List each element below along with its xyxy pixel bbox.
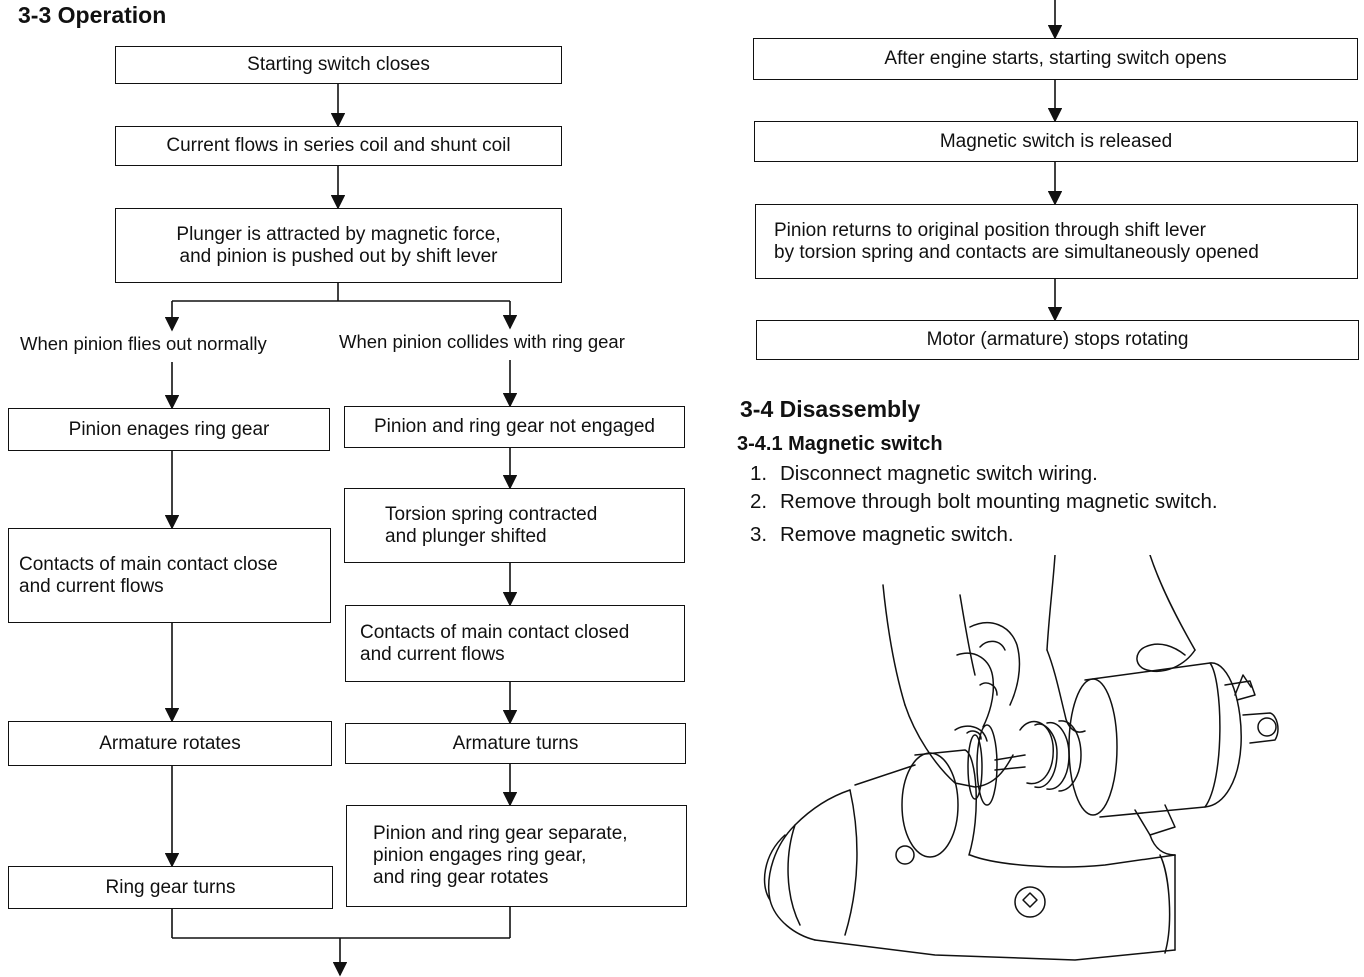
step-number: 2.	[750, 490, 768, 513]
node-text: After engine starts, starting switch ope…	[884, 48, 1227, 69]
node-text-line: Plunger is attracted by magnetic force,	[176, 223, 501, 245]
step-number: 1.	[750, 462, 768, 485]
node-text-line: by torsion spring and contacts are simul…	[774, 241, 1259, 263]
node-text-line: Pinion and ring gear separate,	[373, 823, 628, 844]
node-text-line: Contacts of main contact close	[19, 553, 278, 575]
node-text: Armature rotates	[99, 732, 241, 754]
node-text: Motor (armature) stops rotating	[926, 329, 1189, 350]
node-ring-gear-turns: Ring gear turns	[8, 866, 333, 909]
section-title-operation: 3-3 Operation	[18, 2, 167, 28]
node-text-line: and current flows	[19, 575, 164, 597]
step-2: 2. Remove through bolt mounting magnetic …	[750, 490, 1218, 514]
node-after-engine-starts: After engine starts, starting switch ope…	[753, 38, 1358, 80]
node-torsion-spring: Torsion spring contracted and plunger sh…	[344, 488, 685, 563]
node-armature-rotates: Armature rotates	[8, 721, 332, 766]
step-text: Remove through bolt mounting magnetic sw…	[780, 490, 1218, 513]
step-text: Disconnect magnetic switch wiring.	[780, 462, 1098, 485]
step-3: 3. Remove magnetic switch.	[750, 523, 1014, 547]
node-text: Current flows in series coil and shunt c…	[166, 135, 511, 156]
node-contacts-close-left: Contacts of main contact close and curre…	[8, 528, 331, 623]
node-text-line: Contacts of main contact closed	[360, 621, 630, 643]
node-text-line: pinion engages ring gear,	[373, 845, 587, 866]
subsection-title-magnetic-switch: 3-4.1 Magnetic switch	[737, 433, 943, 455]
node-text-line: and current flows	[360, 643, 505, 665]
node-motor-stops: Motor (armature) stops rotating	[756, 320, 1359, 360]
node-text-line: Pinion returns to original position thro…	[774, 219, 1206, 241]
node-text-line: and plunger shifted	[385, 525, 547, 547]
node-text: Pinion enages ring gear	[68, 418, 270, 440]
starter-motor-illustration	[763, 555, 1279, 961]
node-pinion-engages: Pinion enages ring gear	[8, 408, 330, 451]
node-text: Armature turns	[452, 732, 579, 754]
branch-label-collides: When pinion collides with ring gear	[339, 331, 625, 352]
node-pinion-returns: Pinion returns to original position thro…	[755, 204, 1358, 279]
node-not-engaged: Pinion and ring gear not engaged	[344, 406, 685, 448]
node-contacts-closed-right: Contacts of main contact closed and curr…	[345, 605, 685, 682]
section-title-disassembly: 3-4 Disassembly	[740, 396, 921, 422]
step-1: 1. Disconnect magnetic switch wiring.	[750, 462, 1098, 486]
step-number: 3.	[750, 523, 768, 546]
node-starting-switch-closes: Starting switch closes	[115, 46, 562, 84]
node-plunger-attracted: Plunger is attracted by magnetic force, …	[115, 208, 562, 283]
node-magnetic-switch-released: Magnetic switch is released	[754, 121, 1358, 162]
node-armature-turns: Armature turns	[345, 723, 686, 764]
node-current-flows: Current flows in series coil and shunt c…	[115, 126, 562, 166]
step-text: Remove magnetic switch.	[780, 523, 1014, 546]
node-text: Pinion and ring gear not engaged	[373, 416, 655, 437]
node-pinion-separate: Pinion and ring gear separate, pinion en…	[346, 805, 687, 907]
branch-label-normal: When pinion flies out normally	[20, 333, 267, 354]
node-text-line: Torsion spring contracted	[385, 503, 598, 525]
node-text: Starting switch closes	[247, 54, 430, 75]
node-text-line: and pinion is pushed out by shift lever	[179, 245, 498, 267]
node-text: Magnetic switch is released	[939, 130, 1173, 152]
node-text: Ring gear turns	[105, 876, 236, 898]
node-text-line: and ring gear rotates	[373, 867, 549, 888]
